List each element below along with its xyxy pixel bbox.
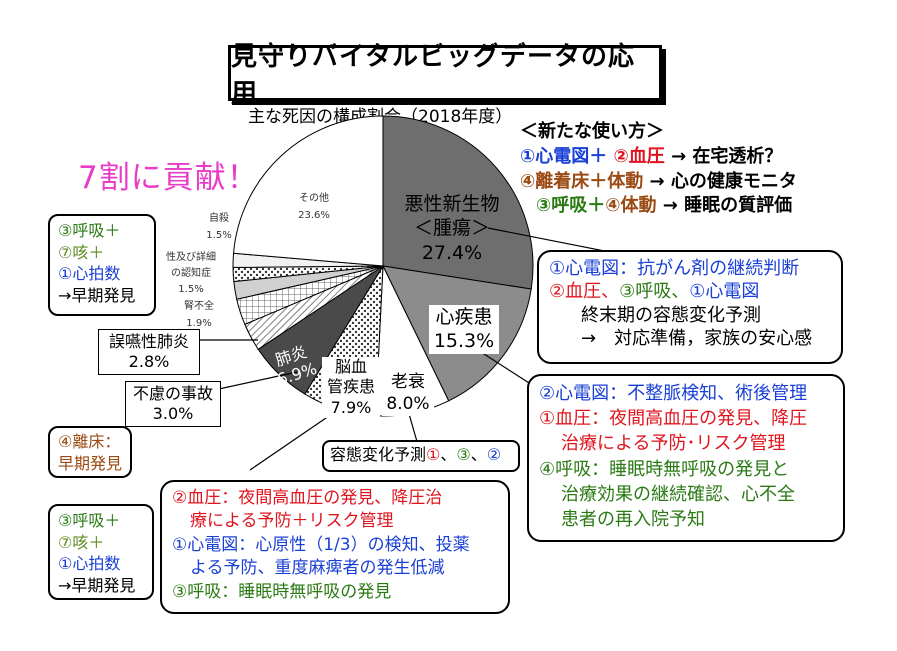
label-accident-pct: 3.0% <box>152 404 194 423</box>
label-renal-pct: 1.9% <box>186 318 212 329</box>
callout-stroke-line-3: ①心電図：心原性（1/3）の検知、投薬 <box>172 534 470 555</box>
callout-pneumonia-top-line-1: ③呼吸＋ <box>58 221 121 240</box>
callout-pneumonia-bottom: ③呼吸＋ ⑦咳＋ ①心拍数 →早期発見 <box>48 504 154 600</box>
pie-slice-0 <box>382 115 534 290</box>
label-suicide-name: 自殺 <box>209 213 229 224</box>
label-cancer-pct: 27.4% <box>421 241 483 264</box>
callout-cancer-line-1: ①心電図：抗がん剤の継続判断 <box>549 258 800 279</box>
callout-cancer-line-4: → 対応準備，家族の安心感 <box>581 328 813 350</box>
label-suicide: 自殺 1.5% <box>198 210 240 244</box>
callout-heart-line-1: ②心電図：不整脈検知、術後管理 <box>539 383 808 404</box>
callout-stroke-line-2: 療による予防＋リスク管理 <box>190 511 394 532</box>
label-stroke-pct: 7.9% <box>330 397 372 417</box>
label-accident: 不慮の事故 3.0% <box>125 381 221 427</box>
label-other-name: その他 <box>299 193 329 204</box>
label-renal-name: 腎不全 <box>184 301 214 312</box>
label-heart: 心疾患 15.3% <box>429 305 499 354</box>
callout-pneumonia-top-line-2: ⑦咳＋ <box>58 242 105 262</box>
label-cancer: 悪性新生物 ＜腫瘍＞ 27.4% <box>392 192 512 265</box>
label-dementia-name2: の認知症 <box>171 268 211 279</box>
callout-cancer: ①心電図：抗がん剤の継続判断 ②血圧、③呼吸、①心電図 終末期の容態変化予測 →… <box>537 250 843 364</box>
callout-pneumonia-top: ③呼吸＋ ⑦咳＋ ①心拍数 →早期発見 <box>48 214 156 316</box>
label-stroke: 脳血 管疾患 7.9% <box>322 357 380 419</box>
callout-stroke: ②血圧：夜間高血圧の発見、降圧治 療による予防＋リスク管理 ①心電図：心原性（1… <box>160 480 510 614</box>
callout-accident-line-1: ④離床： <box>58 432 121 451</box>
callout-pneumonia-bottom-line-1: ③呼吸＋ <box>58 511 121 530</box>
label-heart-pct: 15.3% <box>433 330 495 353</box>
pie-slice-10 <box>232 115 384 267</box>
callout-pneumonia-top-line-4: →早期発見 <box>58 285 136 305</box>
usage-line-3: ③呼吸＋④体動 → 睡眠の質評価 <box>536 195 793 217</box>
callout-accident-line-2: 早期発見 <box>58 453 123 473</box>
label-heart-name: 心疾患 <box>435 306 493 328</box>
label-other-pct: 23.6% <box>298 210 330 221</box>
callout-pneumonia-top-line-3: ①心拍数 <box>58 264 121 284</box>
callout-heart-line-5: 治療効果の継続確認、心不全 <box>561 483 795 505</box>
callout-pneumonia-bottom-line-3: ①心拍数 <box>58 554 121 574</box>
callout-stroke-line-4: よる予防、重度麻痺者の発生低減 <box>190 558 445 579</box>
new-usages: ＜新たな使い方＞ ①心電図＋ ②血圧 → 在宅透析？ ④離着床＋体動 → 心の健… <box>520 120 797 219</box>
usage-line-1: ①心電図＋ ②血圧 → 在宅透析？ <box>520 145 783 167</box>
callout-stroke-line-1: ②血圧：夜間高血圧の発見、降圧治 <box>172 488 443 508</box>
callout-cancer-line-3: 終末期の容態変化予測 <box>581 304 761 326</box>
label-stroke-name2: 管疾患 <box>326 377 375 397</box>
label-suicide-pct: 1.5% <box>206 230 232 241</box>
label-accident-name: 不慮の事故 <box>132 384 213 403</box>
page-title: 見守りバイタルビッグデータの応用 <box>228 42 662 109</box>
label-dementia-pct: 1.5% <box>178 284 204 295</box>
callout-heart-line-2: ①血圧：夜間高血圧の発見、降圧 <box>539 408 808 430</box>
label-dementia-name1: 性及び詳細 <box>166 252 216 263</box>
callout-cancer-line-2: ②血圧、③呼吸、①心電図 <box>549 281 760 303</box>
callout-accident: ④離床： 早期発見 <box>48 426 132 478</box>
callout-heart: ②心電図：不整脈検知、術後管理 ①血圧：夜間高血圧の発見、降圧 治療による予防･… <box>527 374 845 542</box>
label-aspiration: 誤嚥性肺炎 2.8% <box>98 329 200 375</box>
callout-stroke-line-5: ③呼吸：睡眠時無呼吸の発見 <box>172 581 392 602</box>
label-cancer-name2: ＜腫瘍＞ <box>413 217 490 240</box>
label-senility-pct: 8.0% <box>386 393 430 414</box>
callout-pneumonia-bottom-line-2: ⑦咳＋ <box>58 532 105 552</box>
label-senility: 老衰 8.0% <box>382 372 434 416</box>
label-renal: 腎不全 1.9% <box>174 298 224 332</box>
callout-heart-line-3: 治療による予防･リスク管理 <box>561 433 786 455</box>
usage-line-2: ④離着床＋体動 → 心の健康モニタ <box>520 170 797 192</box>
label-aspiration-name: 誤嚥性肺炎 <box>108 332 189 351</box>
label-cancer-name: 悪性新生物 <box>404 193 500 215</box>
callout-pneumonia-bottom-line-4: →早期発見 <box>58 575 136 595</box>
label-senility-name: 老衰 <box>391 372 425 392</box>
usage-heading: ＜新たな使い方＞ <box>520 121 664 142</box>
callout-heart-line-6: 患者の再入院予知 <box>561 508 705 530</box>
label-stroke-name1: 脳血 <box>334 357 367 376</box>
headline: 7割に貢献！ <box>78 160 259 196</box>
callout-heart-line-4: ④呼吸：睡眠時無呼吸の発見と <box>539 458 790 480</box>
label-other: その他 23.6% <box>284 190 344 224</box>
label-aspiration-pct: 2.8% <box>128 352 170 371</box>
label-dementia: 性及び詳細 の認知症 1.5% <box>148 250 234 298</box>
callout-senility: 容態変化予測①、③、② <box>322 440 520 472</box>
